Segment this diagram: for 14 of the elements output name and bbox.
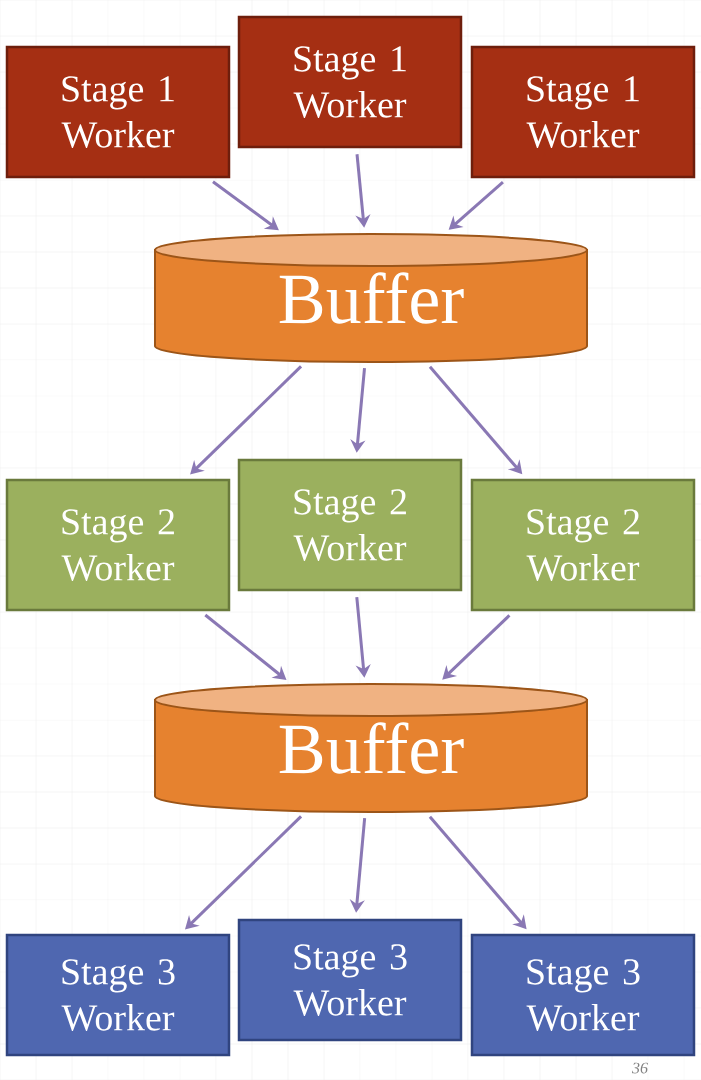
arrow [212, 180, 279, 231]
worker-box: Stage 2 Worker [237, 458, 463, 592]
worker-box: Stage 2 Worker [470, 478, 696, 612]
arrow [442, 614, 511, 680]
buffer-cylinder: Buffer [154, 683, 588, 813]
worker-box: Stage 3 Worker [470, 933, 696, 1057]
buffer-cylinder: Buffer [154, 233, 588, 363]
worker-box: Stage 2 Worker [5, 478, 231, 612]
arrow [190, 365, 303, 475]
worker-box: Stage 3 Worker [5, 933, 231, 1057]
worker-box: Stage 3 Worker [237, 918, 463, 1042]
worker-box: Stage 1 Worker [237, 15, 463, 149]
worker-box: Stage 1 Worker [470, 45, 696, 179]
worker-box: Stage 1 Worker [5, 45, 231, 179]
